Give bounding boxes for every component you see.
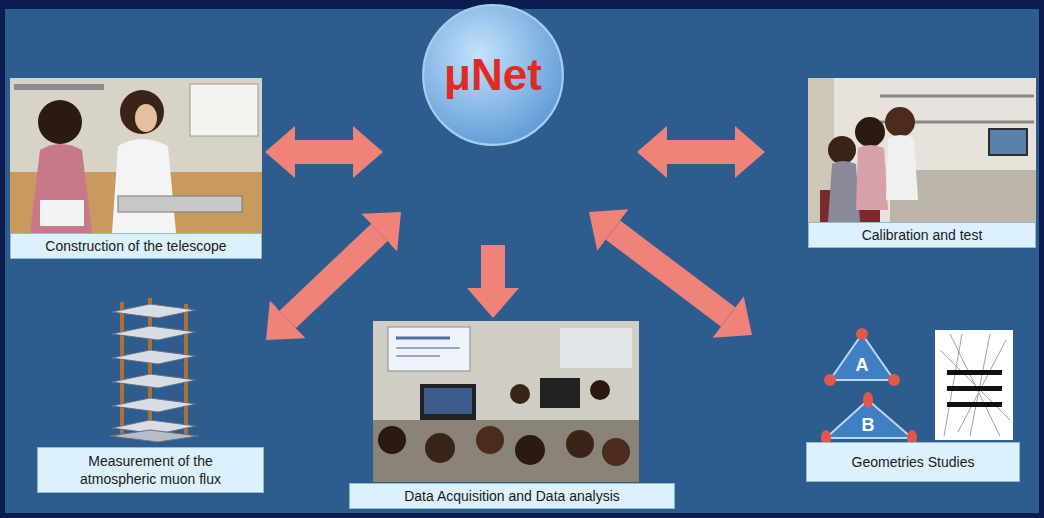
activity-panel: Construction of the telescope <box>10 78 262 259</box>
activity-panel: Measurement of the atmospheric muon flux <box>37 296 264 493</box>
caption-text: Construction of the telescope <box>45 237 226 255</box>
screen-line <box>396 355 440 357</box>
muon-telescope-drawing <box>110 298 198 442</box>
detector-bar <box>947 386 1002 391</box>
person-head <box>566 430 594 458</box>
person-head <box>885 107 915 137</box>
projection-screen <box>388 327 470 371</box>
track-sketch-ground <box>935 330 1013 440</box>
caption-box: Construction of the telescope <box>10 233 262 259</box>
caption-box: Geometries Studies <box>806 442 1020 482</box>
photo-wall <box>373 321 639 482</box>
monitor <box>540 378 580 408</box>
person-face <box>135 104 157 132</box>
calibration-photo <box>808 78 1036 222</box>
monitor <box>420 384 476 420</box>
person-head <box>602 438 630 466</box>
person-body <box>856 145 888 210</box>
caption-box: Measurement of the atmospheric muon flux <box>37 447 264 493</box>
person-head <box>425 433 455 463</box>
detector-bar <box>947 402 1002 407</box>
person-body <box>886 135 918 200</box>
person-head <box>515 435 545 465</box>
detector-plate <box>112 350 196 364</box>
hub-circle-shape <box>423 5 563 145</box>
base-plate <box>110 430 198 442</box>
person-head <box>38 100 82 144</box>
caption-text: Data Acquisition and Data analysis <box>404 487 620 505</box>
block-arrow <box>288 233 379 320</box>
construction-photo <box>10 78 262 233</box>
caption-text: Calibration and test <box>862 226 983 244</box>
screen-line <box>396 347 460 349</box>
activity-panel: Calibration and test <box>808 78 1036 248</box>
vertex-dot <box>863 392 873 408</box>
data-analysis-photo <box>373 321 639 482</box>
person-body <box>112 139 176 233</box>
support-rod <box>120 302 124 436</box>
photo-wall <box>10 78 262 233</box>
activity-panel: Data Acquisition and Data analysis <box>349 321 675 509</box>
vertex-dot <box>824 374 836 386</box>
window <box>560 328 632 368</box>
detector-plate <box>112 374 196 388</box>
track-line <box>940 350 1010 420</box>
whiteboard <box>190 84 258 136</box>
photo-wall <box>808 78 1036 222</box>
caption-box: Data Acquisition and Data analysis <box>349 483 675 509</box>
shelf <box>880 95 1034 98</box>
activity-panel: Geometries Studies <box>806 330 1020 482</box>
caption-text: Geometries Studies <box>852 453 975 471</box>
track-line <box>970 334 990 436</box>
block-arrow <box>613 230 728 317</box>
detector-plate <box>112 398 196 412</box>
person-head <box>510 384 530 404</box>
geometry-sketches <box>821 328 1013 446</box>
track-line <box>944 334 962 436</box>
caption-text: Measurement of the atmospheric muon flux <box>71 452 231 488</box>
person-body <box>828 161 860 222</box>
support-rod <box>184 304 188 438</box>
detector-plate <box>112 326 196 340</box>
person-body <box>30 144 92 233</box>
detector-bar <box>947 370 1002 375</box>
block-arrow <box>481 245 505 288</box>
caption-box: Calibration and test <box>808 222 1036 248</box>
detector-plate <box>112 304 196 318</box>
person-head <box>476 426 504 454</box>
telescope-bar <box>118 196 242 212</box>
vertex-dot <box>888 374 900 386</box>
person-head <box>120 90 164 134</box>
person-head <box>828 136 856 164</box>
monitor-display <box>424 388 472 414</box>
person-head <box>855 117 885 147</box>
screen-line <box>396 337 450 340</box>
person-head <box>378 426 406 454</box>
block-arrow <box>295 140 353 164</box>
hub-circle: μNet <box>421 3 565 147</box>
geometry-label: A <box>856 355 869 375</box>
desks <box>373 420 639 482</box>
laptop-screen <box>988 128 1028 156</box>
shelf <box>14 84 104 90</box>
block-arrow <box>667 140 735 164</box>
triangle-geometry <box>830 334 894 380</box>
person-head <box>590 380 610 400</box>
laptop-display <box>990 130 1026 154</box>
geometry-label: B <box>862 415 875 435</box>
paper <box>40 200 84 226</box>
vertex-dot <box>856 328 868 340</box>
hub-title: μNet <box>444 50 542 100</box>
